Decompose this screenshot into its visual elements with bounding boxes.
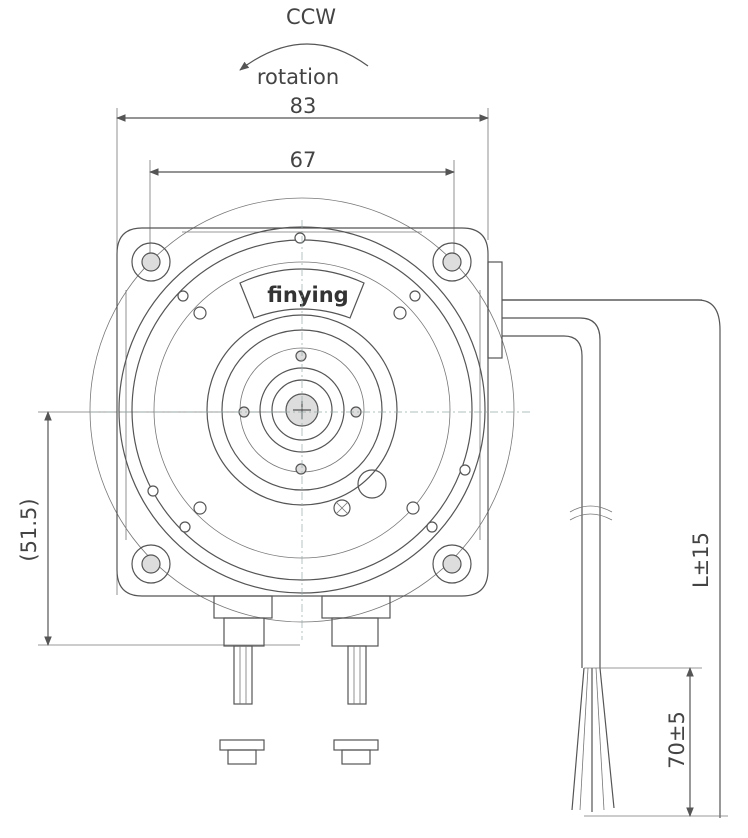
dimension-lead-strip: 70±5 <box>584 667 728 817</box>
terminals <box>213 595 391 765</box>
dimension-hole-spacing: 67 <box>149 148 455 262</box>
dimension-shaft-height: (51.5) <box>17 411 300 646</box>
rotation-direction-label: CCW <box>286 5 336 29</box>
dimension-overall-width: 83 <box>116 94 489 595</box>
corner-bolts <box>131 242 472 584</box>
bolt-bottom-right <box>432 544 472 584</box>
cable-length-value: L±15 <box>689 532 713 588</box>
rotation-label: rotation <box>257 65 339 89</box>
terminal-right <box>321 595 391 765</box>
curved-arrow-icon <box>239 43 369 71</box>
rotation-annotation: CCW rotation <box>239 5 369 89</box>
overall-width-value: 83 <box>290 94 317 118</box>
hole-spacing-value: 67 <box>290 148 317 172</box>
brand-label: finying <box>267 283 348 307</box>
mounting-holes <box>147 232 471 533</box>
bolt-top-left <box>131 242 171 282</box>
bolt-top-right <box>432 242 472 282</box>
shaft-height-value: (51.5) <box>17 498 41 561</box>
bolt-bottom-left <box>131 544 171 584</box>
power-cable <box>487 261 721 818</box>
lead-strip-value: 70±5 <box>665 711 689 769</box>
motor-body: finying <box>89 197 515 623</box>
dimension-cable-length: L±15 <box>689 532 713 588</box>
terminal-left <box>213 595 273 765</box>
center-lines <box>90 220 530 640</box>
